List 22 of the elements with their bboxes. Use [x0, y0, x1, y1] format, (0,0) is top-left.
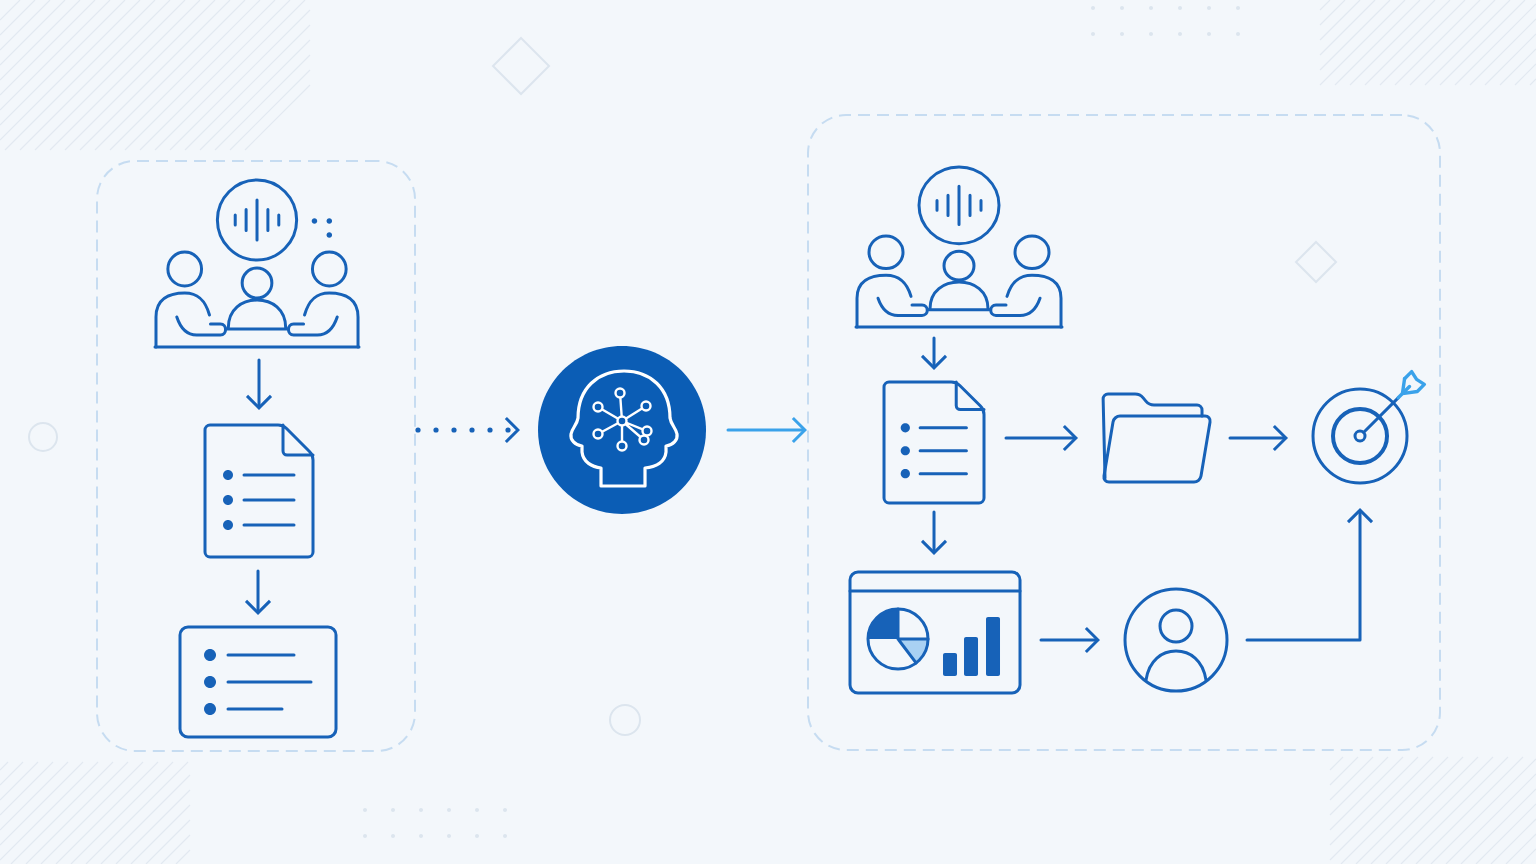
dashed-group-box	[807, 114, 1441, 751]
head-network-icon	[538, 346, 706, 514]
arrow	[245, 358, 273, 410]
arrow	[1245, 508, 1374, 642]
document-icon	[882, 380, 986, 505]
arrow	[244, 569, 272, 615]
folder-icon	[1101, 392, 1212, 484]
dashboard-icon	[848, 570, 1022, 695]
arrow	[1039, 626, 1100, 654]
arrow	[920, 336, 948, 370]
list-card-icon	[178, 625, 338, 739]
user-icon	[1123, 587, 1229, 693]
document-icon	[203, 423, 315, 559]
meeting-icon	[153, 178, 361, 349]
arrow	[920, 510, 948, 555]
target-icon	[1311, 369, 1427, 485]
dashed-group-box	[96, 160, 416, 752]
arrow	[726, 416, 807, 444]
arrow	[1004, 424, 1078, 452]
meeting-icon	[854, 165, 1064, 329]
dotted-arrow	[415, 416, 520, 444]
arrow	[1228, 424, 1288, 452]
